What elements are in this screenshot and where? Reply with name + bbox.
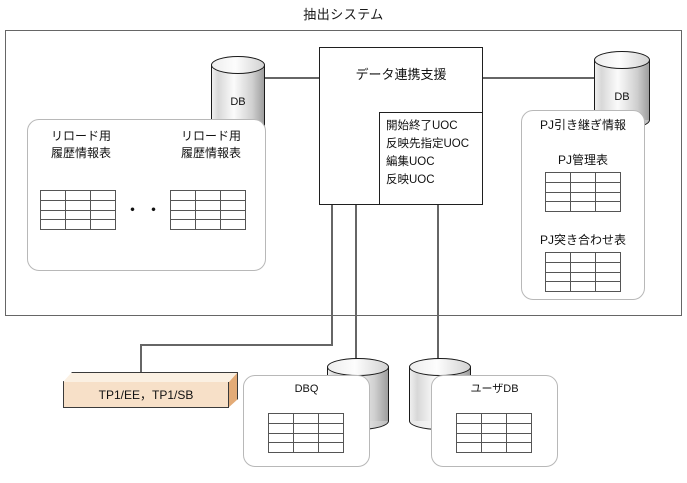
reload-history-table-1 bbox=[170, 190, 246, 230]
dbq-table bbox=[268, 413, 344, 453]
reload-history-table-0 bbox=[40, 190, 116, 230]
reload-table-0-line2: 履歴情報表 bbox=[50, 146, 111, 160]
table-row bbox=[545, 281, 621, 292]
userdb-table bbox=[456, 413, 532, 453]
table-row bbox=[170, 209, 246, 221]
pj-handover-title: PJ引き継ぎ情報 bbox=[539, 118, 626, 132]
table-row bbox=[545, 181, 621, 193]
table-row bbox=[268, 442, 344, 453]
cylinder-top-ellipse bbox=[409, 358, 471, 376]
reload-table-1-label: リロード用 履歴情報表 bbox=[166, 128, 256, 162]
connector-uoc-to-userdb bbox=[437, 205, 439, 360]
table-row bbox=[40, 209, 116, 221]
uoc-item-0: 開始終了UOC bbox=[386, 120, 458, 132]
uoc-item-2: 編集UOC bbox=[386, 156, 435, 168]
table-row bbox=[40, 199, 116, 211]
ellipsis-between-tables: ・・・ bbox=[124, 201, 187, 220]
pj-tsukiawase-table bbox=[545, 252, 621, 292]
system-boundary-frame bbox=[5, 30, 682, 316]
connector-leg-1-to-tp1 bbox=[140, 344, 142, 376]
db-cylinder-label: DB bbox=[230, 96, 246, 108]
pj-tsukiawase-table-label: PJ突き合わせ表 bbox=[539, 233, 626, 247]
connector-central-leg-2-to-dbq bbox=[355, 205, 357, 360]
connector-left-db-to-central bbox=[265, 77, 320, 79]
connector-central-to-right-db bbox=[482, 77, 594, 79]
userdb-panel-label: ユーザDB bbox=[470, 383, 519, 395]
central-box-label: データ連携支援 bbox=[355, 67, 447, 82]
reload-table-1-line1: リロード用 bbox=[180, 129, 241, 143]
table-row bbox=[545, 271, 621, 283]
tp1-node-box: TP1/EE，TP1/SB bbox=[63, 372, 238, 408]
table-row bbox=[170, 219, 246, 230]
cylinder-top-ellipse bbox=[327, 358, 389, 376]
uoc-item-1: 反映先指定UOC bbox=[386, 138, 470, 150]
connector-leg-1-horizontal bbox=[140, 344, 333, 346]
table-row bbox=[545, 201, 621, 212]
uoc-list: 開始終了UOC 反映先指定UOC 編集UOC 反映UOC bbox=[386, 117, 484, 189]
connector-central-leg-1-vertical bbox=[331, 205, 333, 345]
tp1-node-label: TP1/EE，TP1/SB bbox=[98, 388, 194, 402]
cylinder-top-ellipse bbox=[594, 51, 650, 69]
table-row bbox=[456, 442, 532, 453]
table-row bbox=[170, 199, 246, 211]
reload-table-0-line1: リロード用 bbox=[50, 129, 111, 143]
table-row bbox=[545, 252, 621, 263]
uoc-list-box bbox=[379, 112, 483, 205]
pj-kanri-table-label: PJ管理表 bbox=[557, 153, 608, 167]
table-row bbox=[40, 219, 116, 230]
table-row bbox=[40, 190, 116, 201]
table-row bbox=[456, 432, 532, 444]
table-row bbox=[545, 191, 621, 203]
table-row bbox=[170, 190, 246, 201]
dbq-panel-label: DBQ bbox=[294, 383, 319, 395]
table-row bbox=[545, 172, 621, 183]
table-row bbox=[268, 432, 344, 444]
table-row bbox=[268, 422, 344, 434]
uoc-item-3: 反映UOC bbox=[386, 174, 435, 186]
cylinder-body bbox=[211, 65, 265, 125]
reload-table-0-label: リロード用 履歴情報表 bbox=[36, 128, 126, 162]
pj-kanri-table bbox=[545, 172, 621, 212]
table-row bbox=[456, 422, 532, 434]
db-cylinder-label: DB bbox=[614, 91, 630, 103]
table-row bbox=[545, 261, 621, 273]
table-row bbox=[456, 413, 532, 424]
table-row bbox=[268, 413, 344, 424]
cylinder-top-ellipse bbox=[211, 56, 265, 74]
reload-table-1-line2: 履歴情報表 bbox=[180, 146, 241, 160]
page-title: 抽出システム bbox=[303, 7, 384, 22]
